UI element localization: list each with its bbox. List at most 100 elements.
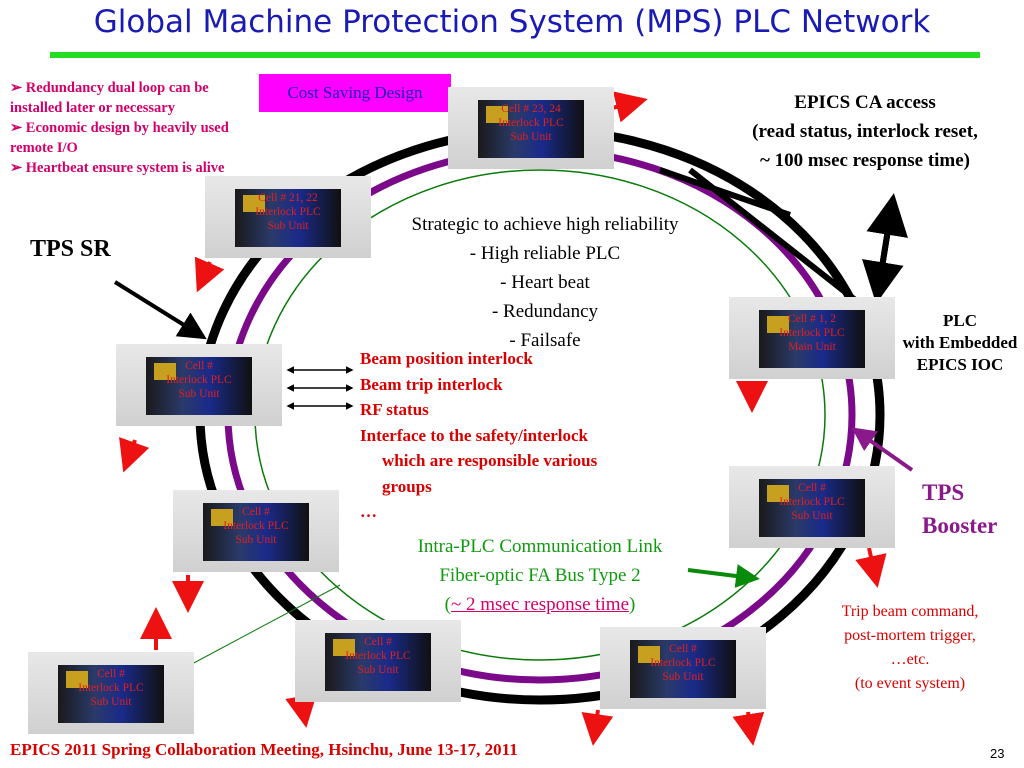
- plc-rack-image: [324, 633, 432, 691]
- unit-role-label: Sub Unit: [791, 509, 833, 522]
- page-number: 23: [990, 746, 1005, 761]
- plc-rack-image: [629, 640, 737, 698]
- interlock-signal-list: Beam position interlock Beam trip interl…: [360, 346, 670, 525]
- unit-role-label: Sub Unit: [90, 695, 132, 708]
- interlock-item: which are responsible various: [382, 451, 598, 470]
- plc-embedded-ioc-label: PLC with Embedded EPICS IOC: [890, 310, 1024, 376]
- title-underline: [50, 52, 980, 58]
- strategy-item: - Heart beat: [500, 272, 590, 293]
- strategy-item: - High reliable PLC: [469, 243, 621, 264]
- unit-type-label: Interlock PLC: [223, 519, 289, 532]
- plc-embedded-line: with Embedded: [902, 333, 1018, 352]
- cell-label: Cell # 1, 2: [788, 312, 836, 325]
- plc-rack-image: [145, 357, 253, 415]
- paren-open: (: [444, 594, 451, 615]
- interlock-item: groups: [382, 476, 432, 496]
- epics-ca-response: ~ 100 msec response time): [759, 150, 971, 171]
- black-arrows: [113, 167, 908, 410]
- cell-label: Cell # 23, 24: [501, 102, 561, 115]
- bullet-heartbeat: ➢ Heartbeat ensure system is alive: [10, 160, 225, 176]
- cell-label: Cell #: [669, 642, 697, 655]
- epics-ca-access-note: EPICS CA access (read status, interlock …: [700, 88, 1024, 175]
- epics-pointer: [659, 167, 791, 218]
- plc-rack-image: [758, 479, 866, 537]
- interlock-item: Beam trip interlock: [360, 374, 503, 394]
- design-notes: ➢ Redundancy dual loop can be installed …: [10, 78, 250, 178]
- red-arrow: [611, 91, 648, 123]
- strategy-heading: Strategic to achieve high reliability: [411, 214, 679, 235]
- paren-close: ): [629, 594, 636, 615]
- plc-embedded-line: EPICS IOC: [916, 355, 1004, 374]
- plc-rack-image: [202, 503, 310, 561]
- red-arrows: [119, 91, 887, 746]
- unit-role-label: Sub Unit: [357, 663, 399, 676]
- trip-beam-line: Trip beam command,: [841, 603, 979, 620]
- epics-ca-detail: (read status, interlock reset,: [752, 121, 978, 142]
- plc-rack-image: [477, 100, 585, 158]
- red-arrow: [194, 256, 225, 293]
- unit-type-label: Interlock PLC: [345, 649, 411, 662]
- unit-role-label: Sub Unit: [235, 533, 277, 546]
- interlock-item: Interface to the safety/interlock: [360, 425, 589, 445]
- plc-rack-image: [758, 310, 866, 368]
- trip-beam-note: Trip beam command, post-mortem trigger, …: [820, 600, 1000, 696]
- cell-label: Cell #: [364, 635, 392, 648]
- trip-beam-line: post-mortem trigger,: [844, 627, 976, 644]
- intra-plc-title: Intra-PLC Communication Link: [417, 536, 663, 557]
- slide-footer: EPICS 2011 Spring Collaboration Meeting,…: [10, 740, 518, 759]
- plc-rack-image: [234, 189, 342, 247]
- cell-label: Cell #: [97, 667, 125, 680]
- response-time-link[interactable]: ~ 2 msec response time: [450, 594, 630, 615]
- unit-type-label: Interlock PLC: [650, 656, 716, 669]
- red-arrow: [855, 547, 887, 588]
- unit-role-label: Sub Unit: [510, 130, 552, 143]
- red-arrow: [732, 711, 765, 746]
- cell-label: Cell #: [798, 481, 826, 494]
- bullet-redundancy: ➢ Redundancy dual loop can be installed …: [10, 80, 209, 116]
- cell-label: Cell # 21, 22: [258, 191, 318, 204]
- unit-role-label: Sub Unit: [178, 387, 220, 400]
- tps-booster-arrow: [851, 427, 914, 472]
- unit-role-label: Sub Unit: [662, 670, 704, 683]
- tps-booster-line: Booster: [922, 513, 998, 538]
- strategy-item: - Failsafe: [509, 330, 581, 351]
- unit-type-label: Interlock PLC: [255, 205, 321, 218]
- unit-type-label: Interlock PLC: [779, 495, 845, 508]
- tps-booster-line: TPS: [922, 480, 965, 505]
- epics-pointer: [688, 167, 870, 313]
- interlock-item: Beam position interlock: [360, 349, 533, 368]
- tps-sr-pointer: [113, 280, 207, 340]
- epics-link-arrow: [862, 204, 904, 304]
- response-time-line: (~ 2 msec response time): [360, 590, 720, 619]
- strategy-item: - Redundancy: [491, 301, 599, 322]
- tps-booster-label: TPS Booster: [922, 476, 997, 542]
- unit-type-label: Interlock PLC: [498, 116, 564, 129]
- plc-rack-image: [57, 665, 165, 723]
- red-arrow: [581, 709, 614, 746]
- epics-ca-title: EPICS CA access: [794, 92, 936, 113]
- interlock-item: RF status: [360, 400, 429, 419]
- cell-label: Cell #: [185, 359, 213, 372]
- unit-type-label: Interlock PLC: [779, 326, 845, 339]
- trip-beam-line: (to event system): [854, 675, 966, 692]
- red-arrow: [119, 436, 150, 473]
- tps-sr-label: TPS SR: [30, 236, 111, 262]
- cost-saving-badge: Cost Saving Design: [259, 74, 451, 112]
- trip-beam-line: …etc.: [890, 651, 930, 668]
- bullet-economic: ➢ Economic design by heavily used remote…: [10, 120, 229, 156]
- plc-embedded-line: PLC: [943, 311, 977, 330]
- unit-role-label: Main Unit: [788, 340, 836, 353]
- fiber-bus-type: Fiber-optic FA Bus Type 2: [439, 565, 641, 586]
- unit-type-label: Interlock PLC: [78, 681, 144, 694]
- interlock-item: …: [360, 502, 377, 521]
- cell-label: Cell #: [242, 505, 270, 518]
